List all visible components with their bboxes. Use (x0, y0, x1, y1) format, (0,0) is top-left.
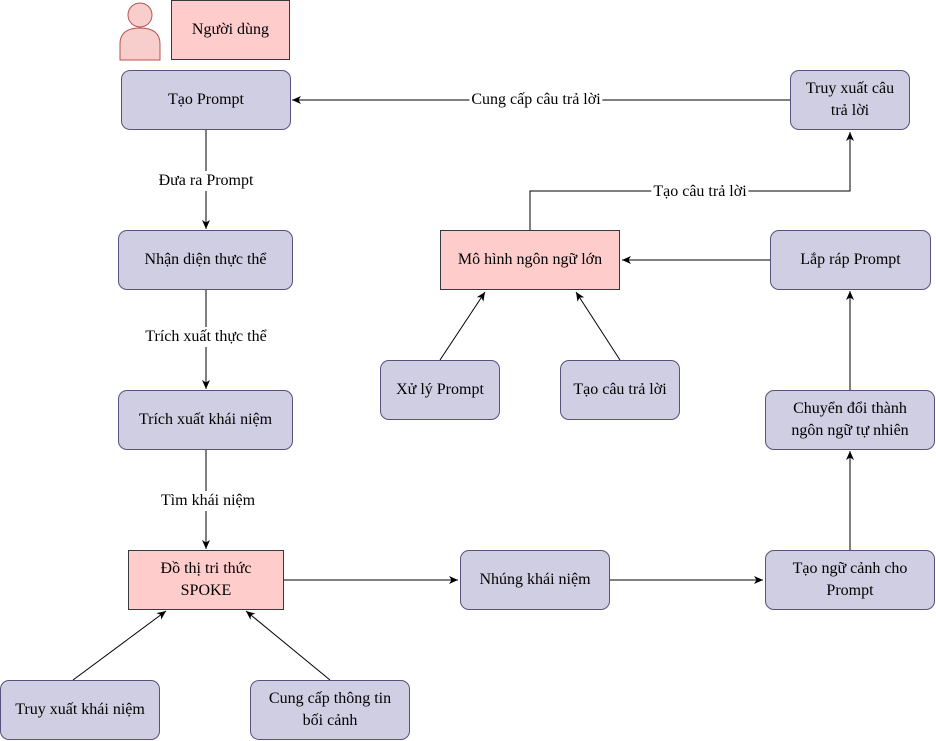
node-retrieve-concepts-label: Truy xuất khái niệm (15, 701, 145, 718)
node-knowledge-graph[interactable]: Đồ thị tri thức SPOKE (128, 550, 284, 610)
node-entity-recognition-label: Nhận diện thực thể (144, 251, 267, 268)
node-concept-extraction[interactable]: Trích xuất khái niệm (118, 390, 293, 450)
node-process-prompt-label: Xử lý Prompt (396, 381, 484, 398)
node-embed-concepts[interactable]: Nhúng khái niệm (460, 550, 610, 610)
node-build-context[interactable]: Tạo ngữ cảnh cho Prompt (765, 550, 935, 610)
node-retrieve-concepts[interactable]: Truy xuất khái niệm (0, 680, 160, 740)
node-provide-context-label: Cung cấp thông tin bối cảnh (268, 690, 392, 729)
edge-label-provide-answer: Cung cấp câu trả lời (469, 90, 603, 110)
edge-label-extract-entities: Trích xuất thực thể (143, 327, 269, 347)
node-user[interactable]: Người dùng (171, 0, 290, 60)
node-process-prompt[interactable]: Xử lý Prompt (380, 360, 500, 420)
node-user-label: Người dùng (191, 21, 270, 38)
edge-process-prompt (439, 291, 486, 361)
node-embed-concepts-label: Nhúng khái niệm (479, 571, 591, 588)
edge-provide-context (245, 610, 331, 681)
node-llm-label: Mô hình ngôn ngữ lớn (457, 251, 603, 268)
node-llm[interactable]: Mô hình ngôn ngữ lớn (440, 230, 620, 290)
edge-label-output-prompt: Đưa ra Prompt (156, 171, 256, 191)
node-create-prompt-label: Tạo Prompt (168, 91, 244, 108)
edge-label-generate-answer: Tạo câu trả lời (651, 182, 749, 202)
node-generate-answer-label: Tạo câu trả lời (573, 381, 667, 398)
node-create-prompt[interactable]: Tạo Prompt (121, 70, 291, 130)
node-assemble-prompt[interactable]: Lắp ráp Prompt (770, 230, 931, 290)
node-retrieve-answer[interactable]: Truy xuất câu trả lời (790, 70, 910, 130)
node-entity-recognition[interactable]: Nhận diện thực thể (118, 230, 293, 290)
node-provide-context[interactable]: Cung cấp thông tin bối cảnh (250, 680, 410, 740)
node-to-natural-language[interactable]: Chuyển đổi thành ngôn ngữ tự nhiên (765, 390, 935, 450)
node-generate-answer[interactable]: Tạo câu trả lời (560, 360, 680, 420)
node-to-natural-language-label: Chuyển đổi thành ngôn ngữ tự nhiên (791, 400, 909, 439)
edge-label-find-concepts: Tìm khái niệm (158, 491, 258, 511)
node-retrieve-answer-label: Truy xuất câu trả lời (805, 80, 895, 119)
node-knowledge-graph-label: Đồ thị tri thức SPOKE (160, 560, 252, 599)
edge-generate-answer-in (575, 291, 621, 361)
node-build-context-label: Tạo ngữ cảnh cho Prompt (792, 560, 908, 599)
edge-generate-answer (529, 132, 854, 230)
person-icon (119, 2, 161, 61)
edge-retrieve-concepts (72, 610, 167, 681)
node-concept-extraction-label: Trích xuất khái niệm (138, 411, 273, 428)
node-assemble-prompt-label: Lắp ráp Prompt (800, 251, 901, 268)
